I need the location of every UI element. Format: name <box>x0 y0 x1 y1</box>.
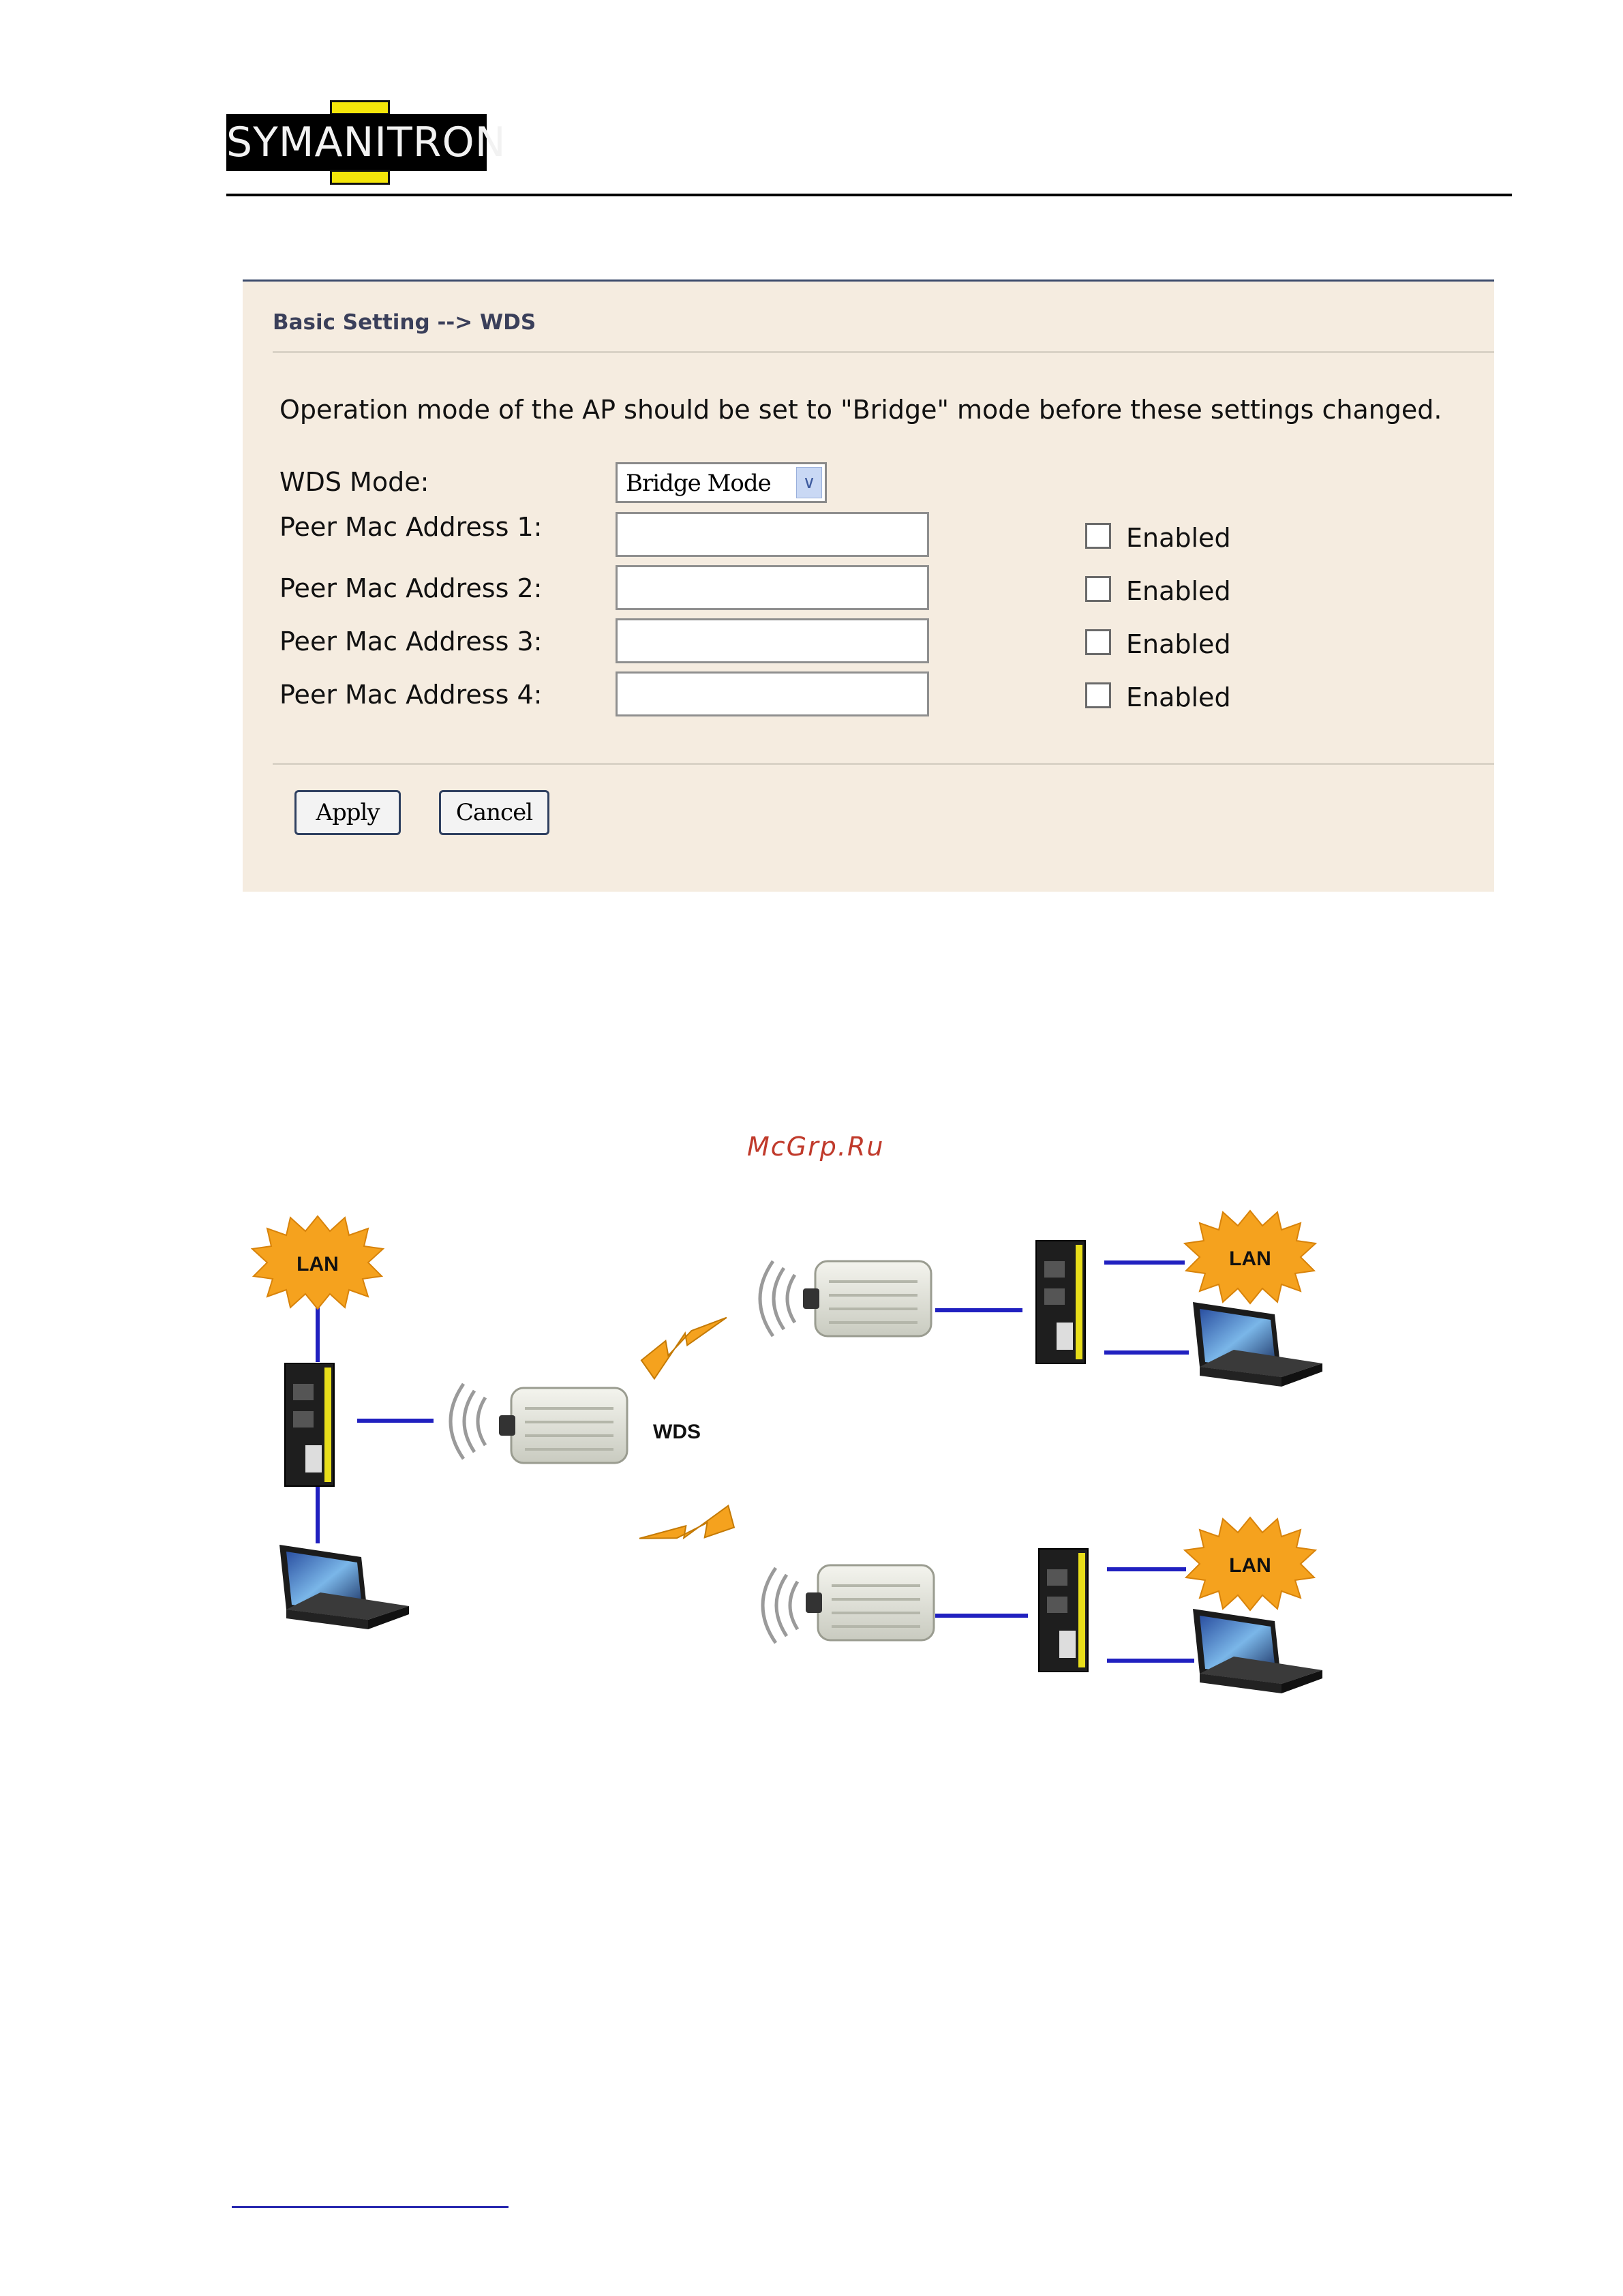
panel-divider-top <box>273 351 1494 353</box>
footer-divider <box>232 2206 509 2208</box>
lan-label-left: LAN <box>297 1253 339 1275</box>
industrial-switch-bottom-right <box>1039 1549 1088 1672</box>
bridge-mode-notice: Operation mode of the AP should be set t… <box>279 395 1442 425</box>
peer-mac-2-label: Peer Mac Address 2: <box>279 573 542 603</box>
peer-mac-3-label: Peer Mac Address 3: <box>279 626 542 656</box>
industrial-switch-top-right <box>1036 1241 1085 1363</box>
wifi-signal-icon <box>451 1384 485 1459</box>
wds-label: WDS <box>653 1421 701 1443</box>
peer-mac-4-enabled-checkbox[interactable] <box>1085 682 1111 708</box>
laptop-bottom-right <box>1193 1609 1322 1693</box>
logo-accent-top <box>330 100 390 115</box>
wds-mode-value: Bridge Mode <box>626 470 771 497</box>
peer-mac-1-label: Peer Mac Address 1: <box>279 512 542 542</box>
peer-mac-2-input[interactable] <box>616 565 929 610</box>
peer-mac-2-enabled-checkbox[interactable] <box>1085 576 1111 602</box>
lightning-bolt-icon <box>637 1318 735 1380</box>
wds-settings-panel: Basic Setting --> WDS Operation mode of … <box>243 280 1494 892</box>
access-point-center <box>499 1388 627 1463</box>
laptop-left <box>279 1545 409 1629</box>
peer-mac-3-enabled-checkbox[interactable] <box>1085 629 1111 655</box>
laptop-top-right <box>1193 1302 1322 1387</box>
cancel-button[interactable]: Cancel <box>439 790 549 835</box>
peer-mac-1-input[interactable] <box>616 512 929 557</box>
lan-label-bottom-right: LAN <box>1229 1554 1271 1577</box>
peer-mac-1-enabled-label: Enabled <box>1126 523 1231 553</box>
symanitron-logo: SYMANITRON <box>226 100 487 185</box>
access-point-top <box>803 1261 931 1336</box>
wifi-signal-icon <box>760 1261 795 1336</box>
lan-label-top-right: LAN <box>1229 1248 1271 1270</box>
lightning-bolt-icon <box>639 1492 738 1554</box>
peer-mac-2-enabled-label: Enabled <box>1126 576 1231 606</box>
logo-accent-bottom <box>330 170 390 185</box>
logo-text: SYMANITRON <box>226 114 487 171</box>
peer-mac-4-label: Peer Mac Address 4: <box>279 680 542 710</box>
watermark-text: McGrp.Ru <box>747 1132 884 1162</box>
breadcrumb: Basic Setting --> WDS <box>273 310 536 335</box>
peer-mac-4-input[interactable] <box>616 671 929 716</box>
peer-mac-4-enabled-label: Enabled <box>1126 682 1231 712</box>
lan-cloud-bottom-right: LAN <box>1185 1517 1316 1610</box>
peer-mac-1-enabled-checkbox[interactable] <box>1085 523 1111 549</box>
wifi-signal-icon <box>763 1568 798 1643</box>
peer-mac-3-enabled-label: Enabled <box>1126 629 1231 659</box>
chevron-down-icon[interactable]: ∨ <box>796 467 822 498</box>
access-point-bottom <box>806 1565 934 1640</box>
wds-mode-label: WDS Mode: <box>279 467 429 497</box>
panel-divider-bottom <box>273 763 1494 765</box>
peer-mac-3-input[interactable] <box>616 618 929 663</box>
header-divider <box>226 194 1512 196</box>
lan-cloud-top-right: LAN <box>1185 1211 1316 1303</box>
wds-network-diagram: LAN LAN LAN WDS <box>0 1159 1623 1772</box>
lan-cloud-left: LAN <box>252 1216 383 1309</box>
apply-button[interactable]: Apply <box>294 790 401 835</box>
industrial-switch-left <box>285 1363 334 1486</box>
wds-mode-select[interactable]: Bridge Mode ∨ <box>616 462 827 503</box>
